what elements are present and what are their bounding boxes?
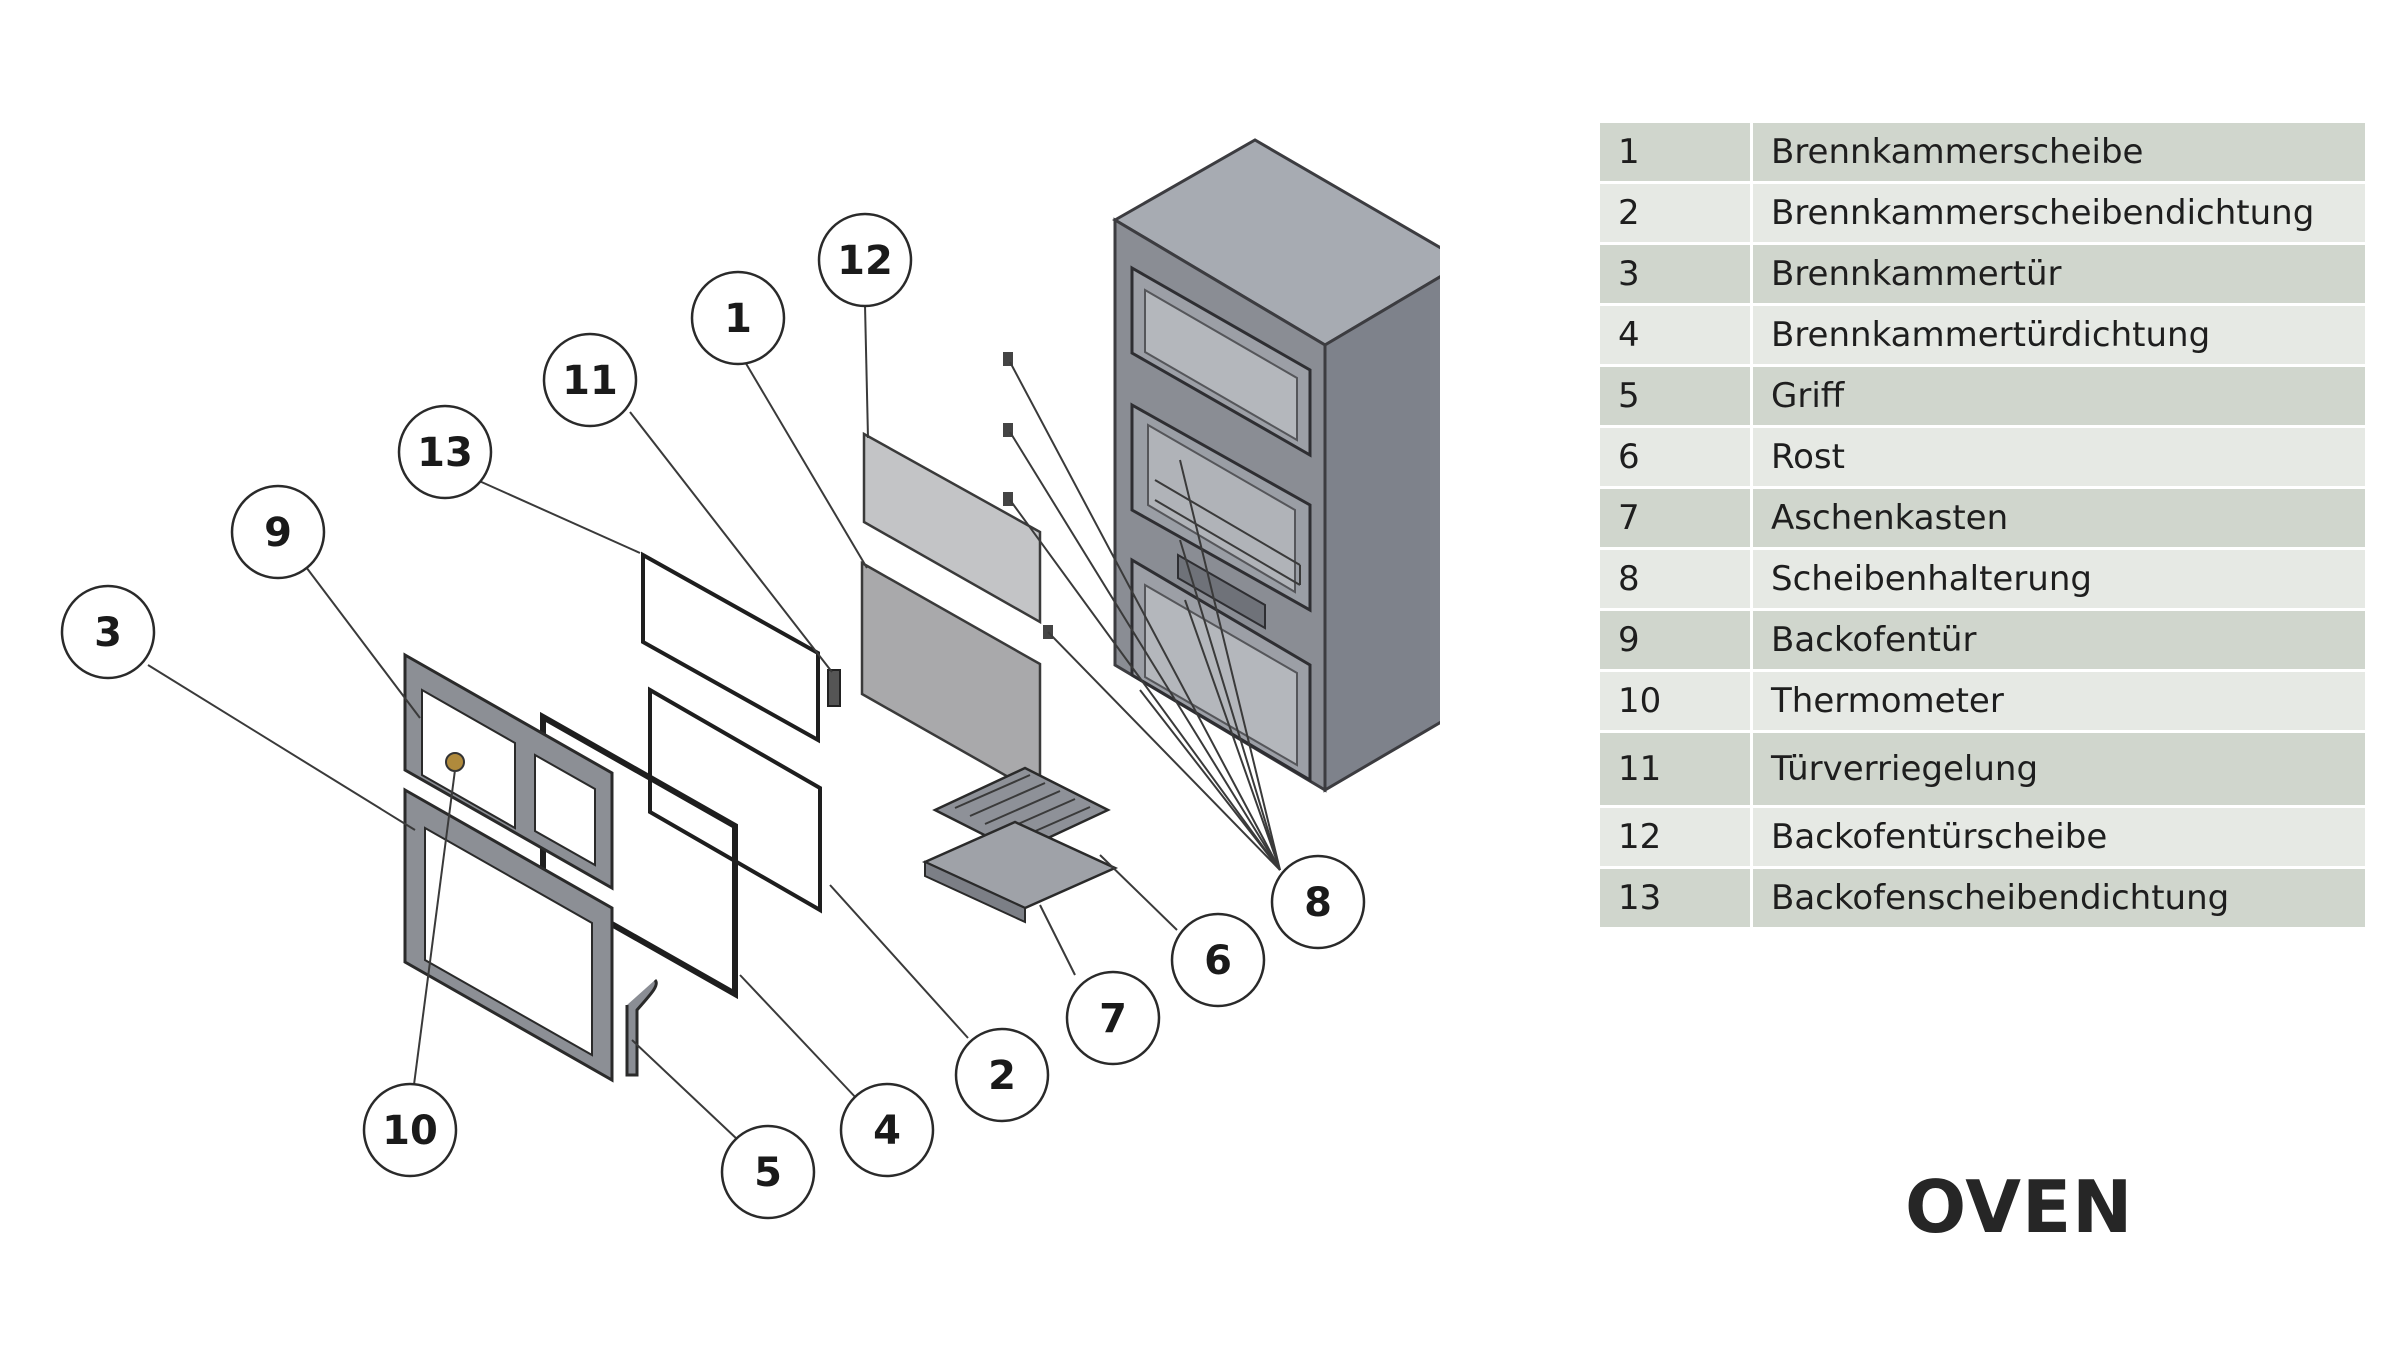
- part-thermometer: [445, 752, 465, 772]
- part-number: 7: [1600, 489, 1753, 550]
- callout-10: 10: [362, 1082, 458, 1178]
- callout-6: 6: [1170, 912, 1266, 1008]
- leader-lines: [147, 304, 1281, 1141]
- oven-body: [1112, 138, 1440, 793]
- svg-text:3: 3: [94, 610, 122, 656]
- part-number: 4: [1600, 306, 1753, 367]
- oven-top-compartment-inner: [1144, 288, 1298, 442]
- part-oven-door: [403, 652, 614, 891]
- part-number: 1: [1600, 123, 1753, 184]
- part-number: 8: [1600, 550, 1753, 611]
- part-name: Griff: [1753, 367, 2365, 428]
- part-name: Aschenkasten: [1753, 489, 2365, 550]
- svg-text:12: 12: [837, 238, 893, 284]
- page-title: OVEN: [1905, 1165, 2134, 1249]
- callout-2: 2: [954, 1027, 1050, 1123]
- svg-text:2: 2: [988, 1053, 1016, 1099]
- part-name: Brennkammertür: [1753, 245, 2365, 306]
- callout-7: 7: [1065, 970, 1161, 1066]
- part-number: 9: [1600, 611, 1753, 672]
- part-number: 13: [1600, 869, 1753, 930]
- exploded-oven-diagram: 1 2 3 4 5 6 7 8 9 10 11 12: [60, 138, 1440, 1220]
- svg-text:6: 6: [1204, 938, 1232, 984]
- oven-ash-slot: [1177, 553, 1266, 630]
- part-name: Backofenscheibendichtung: [1753, 869, 2365, 930]
- part-oven-glass-gasket: [641, 551, 820, 744]
- callout-4: 4: [839, 1082, 935, 1178]
- part-number: 12: [1600, 808, 1753, 869]
- part-number: 2: [1600, 184, 1753, 245]
- callout-8: 8: [1270, 854, 1366, 950]
- callout-11: 11: [542, 332, 638, 428]
- part-name: Thermometer: [1753, 672, 2365, 733]
- part-ash-pan: [921, 820, 1119, 924]
- part-name: Backofentür: [1753, 611, 2365, 672]
- svg-text:5: 5: [754, 1150, 782, 1196]
- svg-text:8: 8: [1304, 880, 1332, 926]
- part-number: 6: [1600, 428, 1753, 489]
- callout-9: 9: [230, 484, 326, 580]
- part-number: 3: [1600, 245, 1753, 306]
- svg-text:9: 9: [264, 510, 292, 556]
- svg-text:7: 7: [1099, 996, 1127, 1042]
- part-number: 5: [1600, 367, 1753, 428]
- part-firebox-door: [403, 787, 614, 1083]
- callout-12: 12: [817, 212, 913, 308]
- svg-text:4: 4: [873, 1108, 901, 1154]
- part-name: Brennkammerscheibendichtung: [1753, 184, 2365, 245]
- svg-text:10: 10: [382, 1108, 438, 1154]
- part-number: 11: [1600, 733, 1753, 808]
- part-name: Scheibenhalterung: [1753, 550, 2365, 611]
- part-door-latch: [827, 669, 841, 707]
- callout-5: 5: [720, 1124, 816, 1220]
- oven-firebox-inner: [1147, 423, 1296, 594]
- part-name: Rost: [1753, 428, 2365, 489]
- part-number: 10: [1600, 672, 1753, 733]
- part-name: Brennkammertürdichtung: [1753, 306, 2365, 367]
- callout-3: 3: [60, 584, 156, 680]
- part-name: Backofentürscheibe: [1753, 808, 2365, 869]
- part-handle: [625, 978, 658, 1077]
- part-firebox-glass-gasket: [648, 686, 822, 914]
- svg-text:13: 13: [417, 430, 473, 476]
- part-oven-door-glass: [862, 431, 1042, 625]
- part-name: Türverriegelung: [1753, 733, 2365, 808]
- svg-text:11: 11: [562, 358, 618, 404]
- callout-1: 1: [690, 270, 786, 366]
- callout-13: 13: [397, 404, 493, 500]
- oven-side-face: [1323, 275, 1440, 793]
- part-name: Brennkammerscheibe: [1753, 123, 2365, 184]
- svg-text:1: 1: [724, 296, 752, 342]
